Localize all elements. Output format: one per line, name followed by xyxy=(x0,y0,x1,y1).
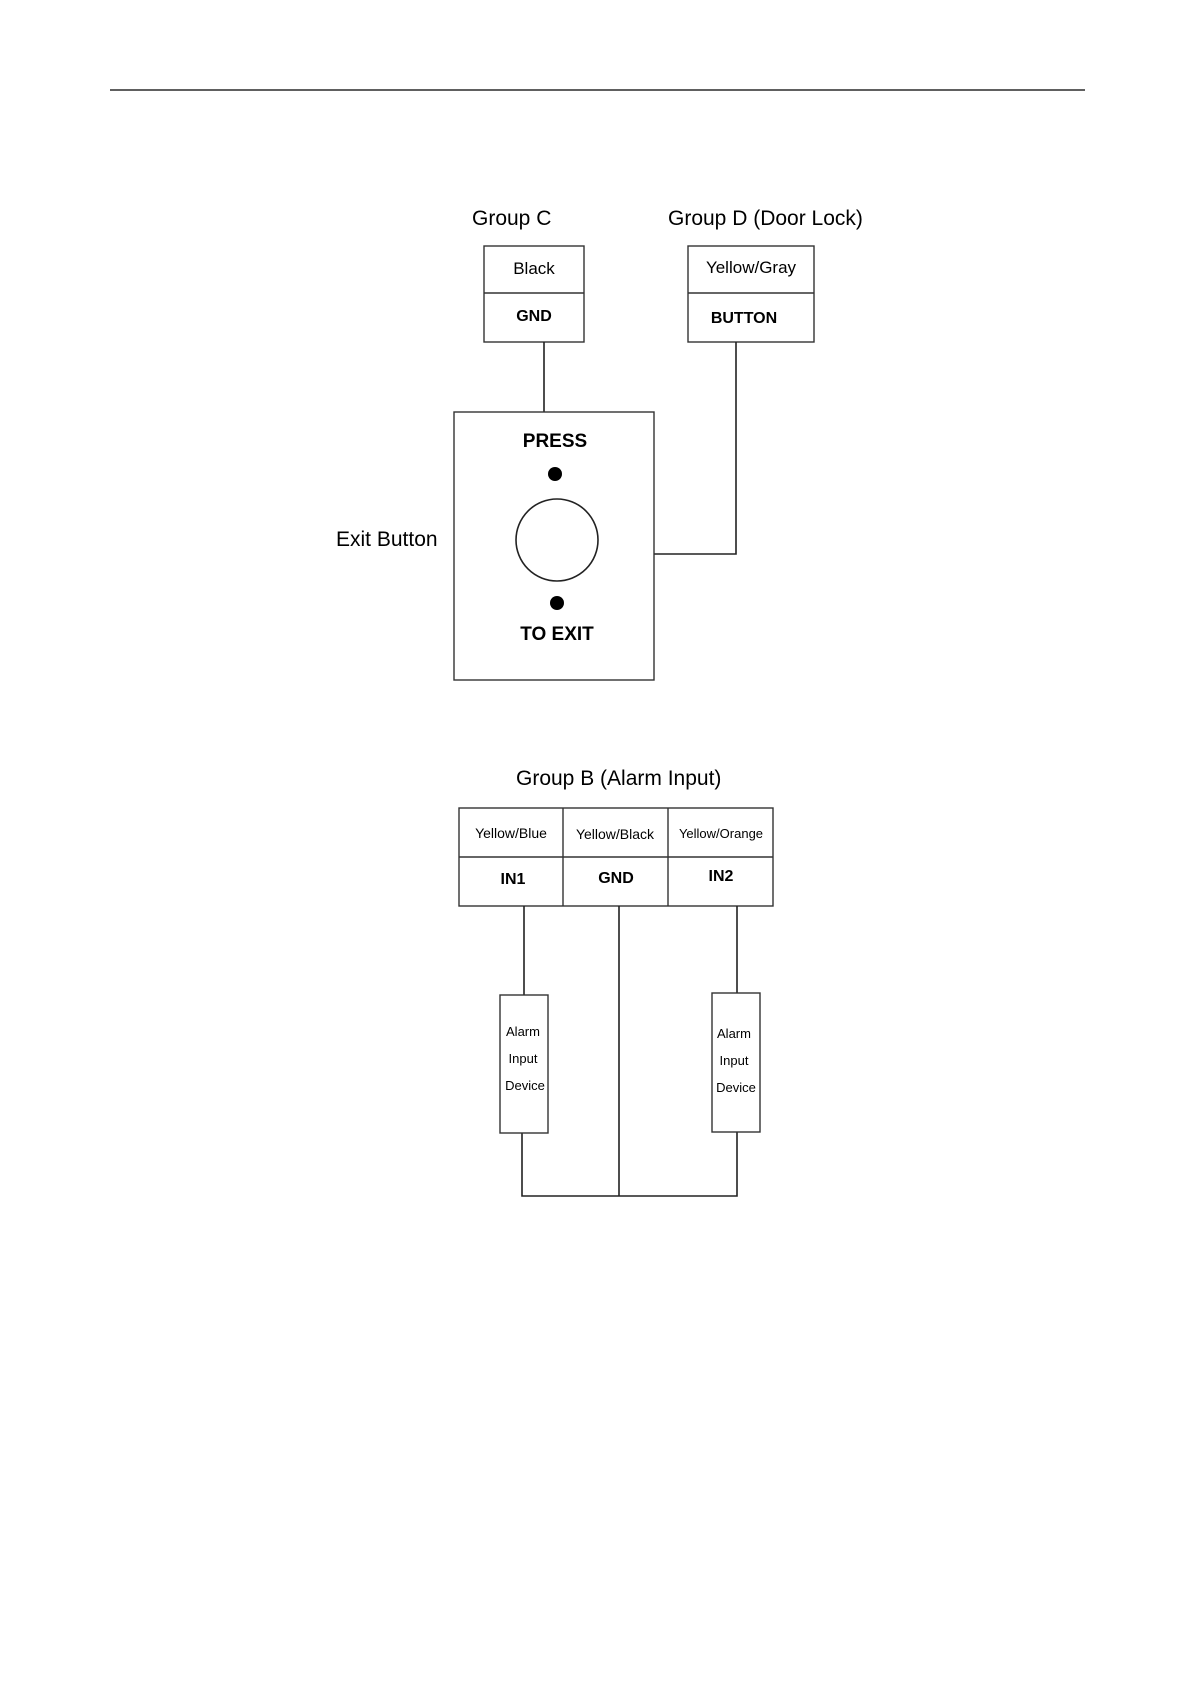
device-2-line-2: Input xyxy=(720,1053,749,1068)
group-d-signal: BUTTON xyxy=(711,310,777,327)
exit-button-upper-dot xyxy=(548,467,562,481)
group-b-signal-1: IN1 xyxy=(501,871,526,888)
group-c-signal: GND xyxy=(516,308,552,325)
exit-button-label: Exit Button xyxy=(336,528,438,551)
group-d-color: Yellow/Gray xyxy=(706,258,797,277)
device-2-line-3: Device xyxy=(716,1080,756,1095)
group-b-signal-3: IN2 xyxy=(709,868,734,885)
group-b-color-1: Yellow/Blue xyxy=(475,825,547,841)
device-1-line-3: Device xyxy=(505,1078,545,1093)
exit-button-top-text: PRESS xyxy=(523,431,587,452)
wire-button-to-exit-button xyxy=(654,342,736,554)
group-b-color-2: Yellow/Black xyxy=(576,826,655,842)
group-c-color: Black xyxy=(513,259,555,278)
group-b-color-3: Yellow/Orange xyxy=(679,826,763,841)
group-b-title: Group B (Alarm Input) xyxy=(516,767,721,790)
device-1-line-2: Input xyxy=(509,1051,538,1066)
exit-button-push-icon xyxy=(516,499,598,581)
wire-return-bus xyxy=(522,1132,737,1196)
group-c-title: Group C xyxy=(472,207,551,230)
exit-button-lower-dot xyxy=(550,596,564,610)
group-b-signal-2: GND xyxy=(598,870,634,887)
exit-button-bottom-text: TO EXIT xyxy=(520,624,594,645)
device-2-line-1: Alarm xyxy=(717,1026,751,1041)
device-1-line-1: Alarm xyxy=(506,1024,540,1039)
group-d-title: Group D (Door Lock) xyxy=(668,207,863,230)
